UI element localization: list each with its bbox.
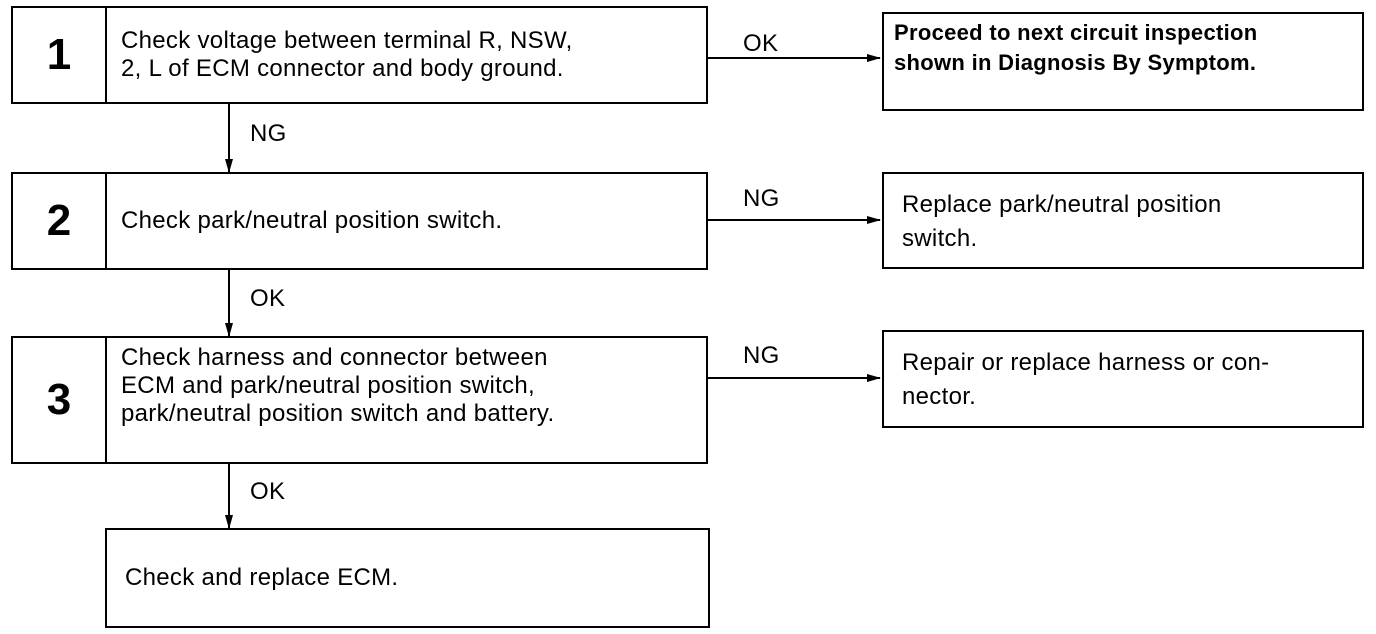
label-step2-ok: OK: [250, 285, 286, 312]
step-1-text: Check voltage between terminal R, NSW, 2…: [121, 27, 573, 82]
result-1-box: Proceed to next circuit inspection shown…: [882, 12, 1364, 111]
result-3-text: Repair or replace harness or con- nector…: [902, 349, 1270, 410]
step-3-text: Check harness and connector between ECM …: [121, 344, 555, 427]
label-step1-ok: OK: [743, 30, 779, 57]
step-3-box: 3 Check harness and connector between EC…: [11, 336, 708, 464]
label-step3-ng: NG: [743, 342, 780, 369]
step-3-number: 3: [13, 338, 107, 462]
final-text: Check and replace ECM.: [125, 564, 399, 591]
step-2-text: Check park/neutral position switch.: [121, 207, 503, 234]
step-1-box: 1 Check voltage between terminal R, NSW,…: [11, 6, 708, 104]
label-step1-ng: NG: [250, 120, 287, 147]
step-1-number: 1: [13, 8, 107, 102]
result-3-box: Repair or replace harness or con- nector…: [882, 330, 1364, 428]
result-2-text: Replace park/neutral position switch.: [902, 191, 1222, 252]
step-2-number: 2: [13, 174, 107, 268]
label-step2-ng: NG: [743, 185, 780, 212]
result-1-text: Proceed to next circuit inspection shown…: [894, 20, 1258, 75]
result-2-box: Replace park/neutral position switch.: [882, 172, 1364, 269]
label-step3-ok: OK: [250, 478, 286, 505]
step-2-box: 2 Check park/neutral position switch.: [11, 172, 708, 270]
final-box: Check and replace ECM.: [105, 528, 710, 628]
